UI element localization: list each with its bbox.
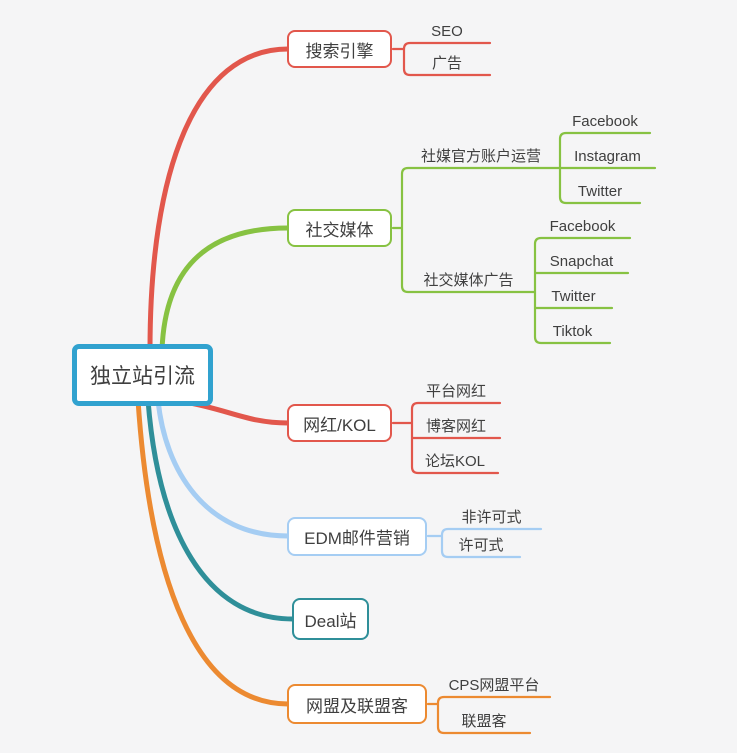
leaf-non-permission[interactable]: 非许可式 xyxy=(461,509,522,526)
branch-node-affiliate[interactable]: 网盟及联盟客 xyxy=(287,684,427,724)
branch-label-affiliate: 网盟及联盟客 xyxy=(306,696,408,716)
leaf-twitter-2[interactable]: Twitter xyxy=(551,288,596,305)
curve-root-to-search-engine xyxy=(147,46,291,353)
curve-root-to-affiliate xyxy=(135,397,291,707)
branch-node-influencer-kol[interactable]: 网红/KOL xyxy=(287,404,392,442)
branch-label-social-media: 社交媒体 xyxy=(305,220,374,240)
leaf-tiktok[interactable]: Tiktok xyxy=(552,323,593,340)
leaf-forum-kol[interactable]: 论坛KOL xyxy=(424,453,485,470)
curve-root-to-social-media xyxy=(159,225,291,353)
bracket-affiliate xyxy=(426,695,552,735)
leaf-affiliate-marketer[interactable]: 联盟客 xyxy=(461,713,507,730)
root-node[interactable]: 独立站引流 xyxy=(72,344,213,406)
leaf-twitter-1[interactable]: Twitter xyxy=(577,183,623,200)
branch-node-social-media[interactable]: 社交媒体 xyxy=(287,209,392,247)
branch-label-search-engine: 搜索引擎 xyxy=(305,41,374,61)
curve-root-to-edm-email xyxy=(155,397,291,539)
leaf-seo[interactable]: SEO xyxy=(431,23,463,40)
leaf-cps-network[interactable]: CPS网盟平台 xyxy=(448,677,540,694)
root-node-label: 独立站引流 xyxy=(90,365,195,388)
curve-root-to-deal-site xyxy=(145,397,296,622)
bracket-social-media-ads xyxy=(533,236,632,345)
branch-node-search-engine[interactable]: 搜索引擎 xyxy=(287,30,392,68)
leaf-ads[interactable]: 广告 xyxy=(431,55,462,72)
subbranch-social-official-accounts[interactable]: 社媒官方账户运营 xyxy=(420,148,541,165)
leaf-instagram[interactable]: Instagram xyxy=(574,148,641,165)
leaf-snapchat[interactable]: Snapchat xyxy=(549,253,614,270)
branch-label-deal-site: Deal站 xyxy=(304,611,357,631)
leaf-platform-influencer[interactable]: 平台网红 xyxy=(425,383,486,400)
leaf-blog-influencer[interactable]: 博客网红 xyxy=(425,418,486,435)
bracket-search-engine xyxy=(391,41,492,77)
branch-label-edm-email: EDM邮件营销 xyxy=(304,529,410,548)
bracket-influencer-kol xyxy=(391,401,502,475)
branch-node-deal-site[interactable]: Deal站 xyxy=(292,598,369,640)
subbranch-social-media-ads[interactable]: 社交媒体广告 xyxy=(423,272,514,289)
leaf-permission[interactable]: 许可式 xyxy=(458,537,504,554)
leaf-facebook-2[interactable]: Facebook xyxy=(549,218,616,235)
bracket-social-media-main xyxy=(391,166,562,294)
bracket-social-official-accounts xyxy=(558,131,657,205)
bracket-edm-email xyxy=(426,527,543,559)
branch-label-influencer-kol: 网红/KOL xyxy=(303,415,376,435)
leaf-facebook-1[interactable]: Facebook xyxy=(572,113,638,130)
branch-node-edm-email[interactable]: EDM邮件营销 xyxy=(287,517,427,556)
